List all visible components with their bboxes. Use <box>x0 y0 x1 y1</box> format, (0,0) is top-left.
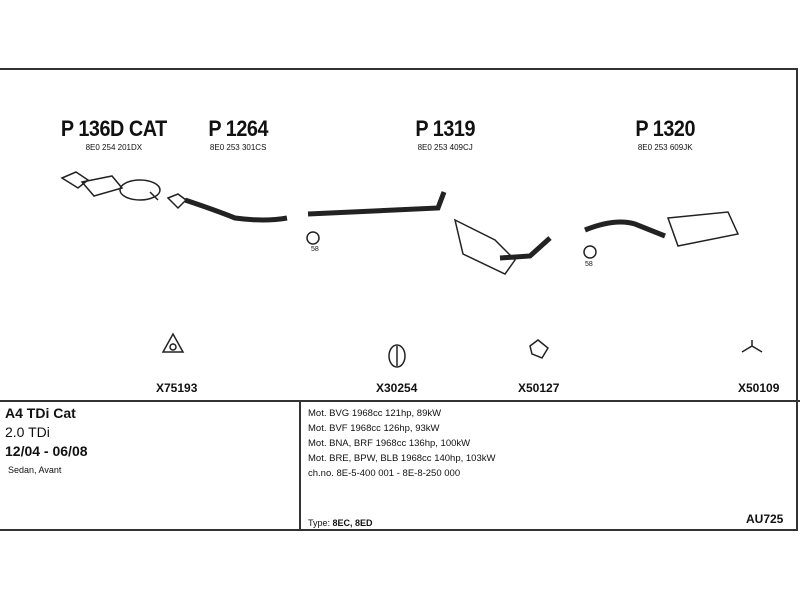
part-p1319: P 1319 8E0 253 409CJ <box>412 116 478 152</box>
part-number: P 1264 <box>208 116 269 141</box>
oem-number: 8E0 253 409CJ <box>417 143 473 152</box>
divider <box>0 400 800 402</box>
clamp-icon <box>306 231 597 259</box>
engine-line: ch.no. 8E-5-400 001 - 8E-8-250 000 <box>308 468 461 479</box>
type-value: 8EC, 8ED <box>332 518 373 528</box>
front-pipe-icon <box>166 193 288 223</box>
exhaust-drawing <box>60 171 763 368</box>
part-number: P 1320 <box>635 116 696 141</box>
vehicle-body: Sedan, Avant <box>8 465 62 475</box>
hanger-icon <box>741 340 763 353</box>
accessory-code: X30254 <box>376 381 418 395</box>
vehicle-engine: 2.0 TDi <box>5 424 50 440</box>
oem-number: 8E0 253 301CS <box>209 143 267 152</box>
engine-list: Mot. BVG 1968cc 121hp, 89kW Mot. BVF 196… <box>308 406 495 481</box>
engine-line: Mot. BRE, BPW, BLB 1968cc 140hp, 103kW <box>308 453 496 464</box>
vehicle-period: 12/04 - 06/08 <box>5 443 88 459</box>
accessory-code: X50109 <box>738 381 780 395</box>
part-p1264: P 1264 8E0 253 301CS <box>205 116 271 152</box>
clamp-size: 58 <box>311 246 319 253</box>
engine-line: Mot. BVF 1968cc 126hp, 93kW <box>308 423 440 434</box>
diagram-code: AU725 <box>746 512 784 526</box>
oem-number: 8E0 253 609JK <box>637 143 693 152</box>
part-p136d: P 136D CAT 8E0 254 201DX <box>55 116 173 152</box>
vehicle-model: A4 TDi Cat <box>5 405 76 421</box>
diagram-frame <box>0 68 798 531</box>
engine-line: Mot. BNA, BRF 1968cc 136hp, 100kW <box>308 438 471 449</box>
type-line: Type: 8EC, 8ED <box>308 518 373 528</box>
part-p1320: P 1320 8E0 253 609JK <box>632 116 698 152</box>
middle-pipe-icon <box>307 191 552 275</box>
accessory-code: X75193 <box>156 381 198 395</box>
type-label: Type: <box>308 518 331 528</box>
oem-number: 8E0 254 201DX <box>85 143 143 152</box>
gasket-icon <box>161 332 185 353</box>
part-number: P 1319 <box>415 116 476 141</box>
rubber-mount-icon <box>388 344 406 368</box>
clamp-size: 58 <box>585 261 593 268</box>
catalytic-converter-icon <box>60 171 161 201</box>
part-number: P 136D CAT <box>60 116 167 141</box>
bracket-icon <box>529 339 549 359</box>
rear-silencer-icon <box>584 211 740 247</box>
divider <box>299 401 301 531</box>
accessory-code: X50127 <box>518 381 560 395</box>
engine-line: Mot. BVG 1968cc 121hp, 89kW <box>308 408 442 419</box>
